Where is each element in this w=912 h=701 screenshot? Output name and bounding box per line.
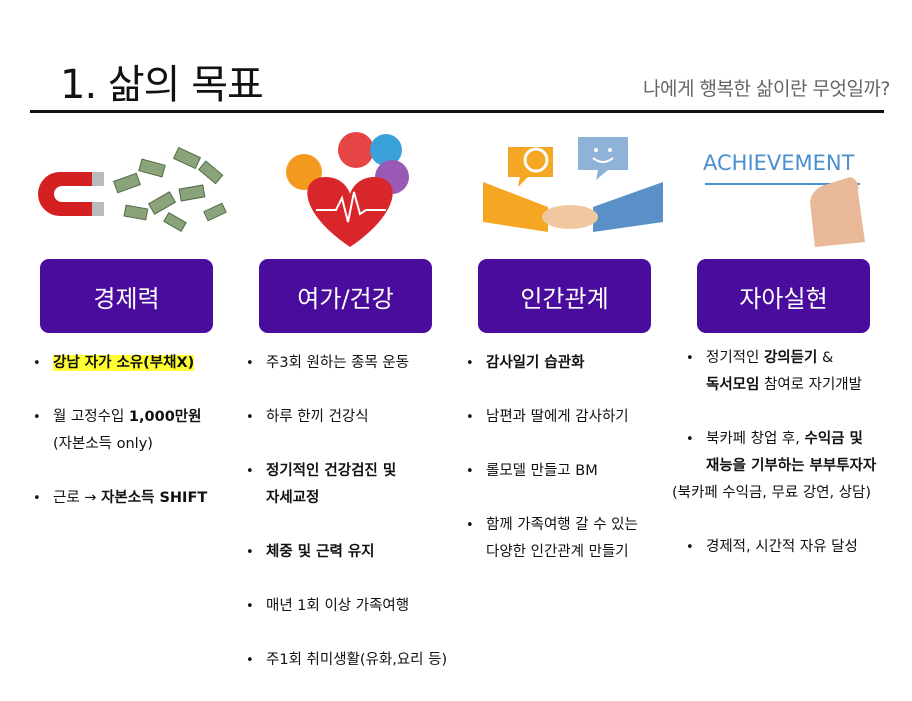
bullet-icon: •	[466, 356, 474, 371]
goal-item: •정기적인 강의듣기 &독서모임 참여로 자기개발	[686, 345, 876, 399]
title-divider	[30, 110, 884, 113]
goal-line: 주3회 원하는 종목 운동	[266, 350, 447, 377]
bullet-icon: •	[686, 351, 694, 366]
goal-line: 월 고정수입 1,000만원	[53, 404, 207, 431]
goal-line: 체중 및 근력 유지	[266, 539, 447, 566]
bullet-icon: •	[246, 653, 254, 668]
goal-text: 정기적인	[706, 350, 764, 366]
goal-text: 강의듣기	[763, 350, 818, 366]
category-relationships: 인간관계	[478, 259, 651, 333]
goal-line: (자본소득 only)	[53, 431, 207, 458]
goal-line: 감사일기 습관화	[486, 350, 638, 377]
bullet-icon: •	[246, 356, 254, 371]
goal-line: 근로 → 자본소득 SHIFT	[53, 485, 207, 512]
goal-text: (자본소득 only)	[53, 436, 153, 452]
goal-text: 정기적인 건강검진 및	[266, 463, 397, 479]
goal-line: 정기적인 강의듣기 &	[706, 345, 876, 372]
goal-text: 수익금 및	[804, 431, 863, 447]
goal-line: 재능을 기부하는 부부투자자	[706, 453, 876, 480]
bullet-icon: •	[246, 410, 254, 425]
goal-item: • 롤모델 만들고 BM	[466, 458, 638, 485]
goal-text: 감사일기 습관화	[486, 355, 585, 371]
achievement-text: ACHIEVEMENT	[703, 151, 855, 175]
economy-goals-list: • 강남 자가 소유(부채X) • 월 고정수입 1,000만원 (자본소득 only)…	[33, 350, 207, 539]
goal-text: 북카페 창업 후,	[706, 431, 805, 447]
goal-text: 롤모델 만들고 BM	[486, 463, 598, 479]
goal-item: • 매년 1회 이상 가족여행	[246, 593, 447, 620]
goal-line: 북카페 창업 후, 수익금 및	[706, 426, 876, 453]
goal-text: 경제적, 시간적 자유 달성	[706, 539, 858, 555]
bullet-icon: •	[33, 410, 41, 425]
goal-line: 남편과 딸에게 감사하기	[486, 404, 638, 431]
bullet-icon: •	[466, 518, 474, 533]
goal-line: 매년 1회 이상 가족여행	[266, 593, 447, 620]
goal-text: 재능을 기부하는 부부투자자	[706, 458, 877, 474]
page-subtitle: 나에게 행복한 삶이란 무엇일까?	[643, 78, 890, 100]
goal-item: • 주1회 취미생활(유화,요리 등)	[246, 647, 447, 674]
bullet-icon: •	[246, 545, 254, 560]
goal-text: 자본소득 SHIFT	[101, 490, 208, 506]
category-leisure-health: 여가/건강	[259, 259, 432, 333]
bullet-icon: •	[466, 464, 474, 479]
goal-item: • 월 고정수입 1,000만원 (자본소득 only)	[33, 404, 207, 458]
bullet-icon: •	[686, 432, 694, 447]
goal-item: • 근로 → 자본소득 SHIFT	[33, 485, 207, 512]
bullet-icon: •	[246, 464, 254, 479]
goal-line: 독서모임 참여로 자기개발	[706, 372, 876, 399]
goal-line: 자세교정	[266, 485, 447, 512]
relationship-goals-list: • 감사일기 습관화 • 남편과 딸에게 감사하기 • 롤모델 만들고 BM • 함께 가족여…	[466, 350, 638, 593]
goal-text: &	[817, 350, 834, 366]
bullet-icon: •	[246, 599, 254, 614]
achievement-hand-icon: ACHIEVEMENT	[700, 122, 890, 252]
goal-line: 하루 한끼 건강식	[266, 404, 447, 431]
goal-line: 롤모델 만들고 BM	[486, 458, 638, 485]
goal-text: 1,000만원	[128, 409, 202, 425]
goal-text: 월 고정수입	[53, 409, 129, 425]
category-self-realization: 자아실현	[697, 259, 870, 333]
goal-line: 다양한 인간관계 만들기	[486, 539, 638, 566]
bullet-icon: •	[466, 410, 474, 425]
goal-text: 남편과 딸에게 감사하기	[486, 409, 629, 425]
goal-item: • 강남 자가 소유(부채X)	[33, 350, 207, 377]
goal-text: 주1회 취미생활(유화,요리 등)	[266, 652, 448, 668]
handshake-idea-icon	[478, 122, 668, 252]
category-economy: 경제력	[40, 259, 213, 333]
goal-text: 주3회 원하는 종목 운동	[266, 355, 410, 371]
magnet-money-icon	[30, 122, 227, 252]
goal-text: 근로 →	[53, 490, 102, 506]
goal-text: 참여로 자기개발	[759, 377, 862, 393]
goal-line: 강남 자가 소유(부채X)	[53, 350, 207, 377]
goal-line: (북카페 수익금, 무료 강연, 상담)	[672, 480, 876, 507]
goal-text: 다양한 인간관계 만들기	[486, 544, 629, 560]
goal-text: (북카페 수익금, 무료 강연, 상담)	[672, 485, 872, 501]
goal-text: 하루 한끼 건강식	[266, 409, 369, 425]
heart-health-icon	[258, 122, 448, 252]
bullet-icon: •	[686, 540, 694, 555]
bullet-icon: •	[33, 356, 41, 371]
goal-text: 함께 가족여행 갈 수 있는	[486, 517, 638, 533]
goal-text: 자세교정	[266, 490, 320, 506]
bullet-icon: •	[33, 491, 41, 506]
goal-item: • 남편과 딸에게 감사하기	[466, 404, 638, 431]
goal-item: • 하루 한끼 건강식	[246, 404, 447, 431]
goal-line: 주1회 취미생활(유화,요리 등)	[266, 647, 447, 674]
self-realization-goals-list: •정기적인 강의듣기 &독서모임 참여로 자기개발•북카페 창업 후, 수익금 …	[672, 345, 876, 588]
goal-line: 경제적, 시간적 자유 달성	[706, 534, 876, 561]
goal-item: • 주3회 원하는 종목 운동	[246, 350, 447, 377]
goal-item: • 감사일기 습관화	[466, 350, 638, 377]
goal-text: 체중 및 근력 유지	[266, 544, 375, 560]
page-title: 1. 삶의 목표	[60, 62, 264, 108]
goal-line: 정기적인 건강검진 및	[266, 458, 447, 485]
goal-text: 강남 자가 소유(부채X)	[53, 355, 195, 371]
goal-text: 매년 1회 이상 가족여행	[266, 598, 410, 614]
goal-item: (북카페 수익금, 무료 강연, 상담)	[672, 480, 876, 507]
goal-line: 함께 가족여행 갈 수 있는	[486, 512, 638, 539]
goal-text: 독서모임	[706, 377, 760, 393]
goal-item: • 경제적, 시간적 자유 달성	[686, 534, 876, 561]
goal-item: • 체중 및 근력 유지	[246, 539, 447, 566]
